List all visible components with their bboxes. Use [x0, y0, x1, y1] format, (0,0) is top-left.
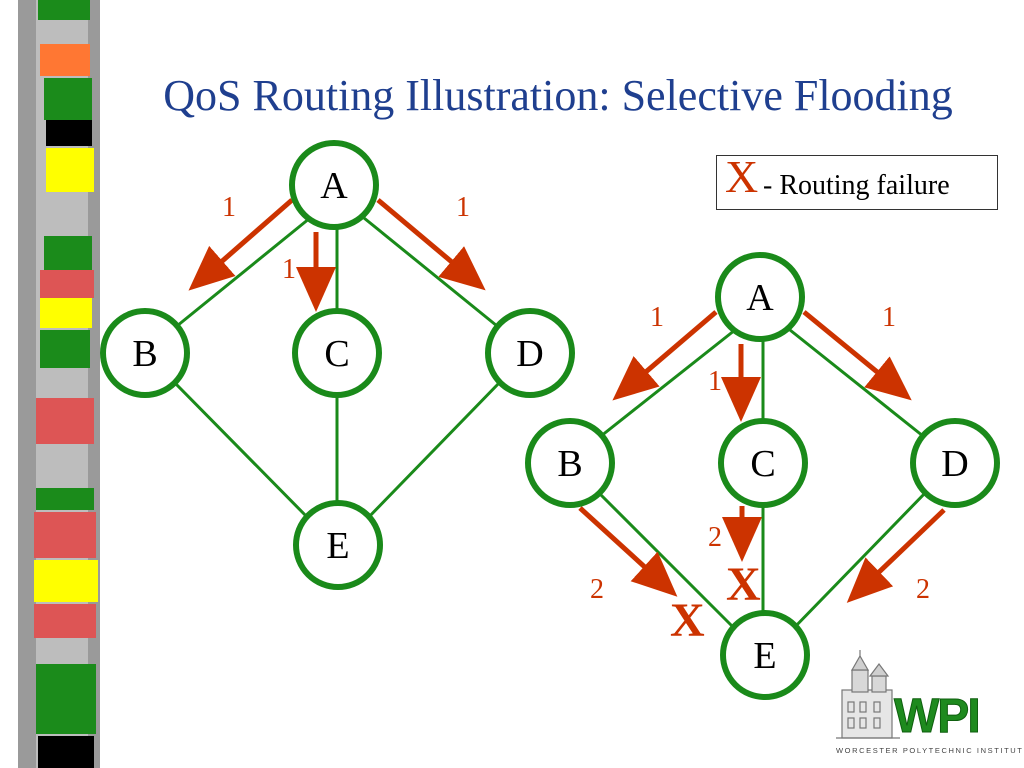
decorative-side-strip [0, 0, 108, 768]
right-arrow-d-e [846, 508, 946, 603]
left-node-d-label: D [516, 333, 543, 375]
right-arrow-labels: 1 1 1 2 2 2 [590, 302, 930, 605]
left-arrow-a-d [376, 198, 486, 291]
right-arrows [578, 310, 946, 603]
left-node-b: B [100, 308, 190, 398]
left-node-c: C [292, 308, 382, 398]
right-node-c-label: C [750, 443, 775, 485]
right-label-a-b: 1 [650, 302, 664, 333]
left-edge-d-e [362, 378, 504, 524]
right-node-d-label: D [941, 443, 968, 485]
left-label-a-c: 1 [282, 254, 296, 285]
right-label-a-d: 1 [882, 302, 896, 333]
left-node-e: E [293, 500, 383, 590]
left-node-b-label: B [132, 333, 157, 375]
right-diagram: 1 1 1 2 2 2 X X A B C [525, 252, 1000, 700]
left-diagram: 1 1 1 A B C D E [100, 140, 575, 590]
failure-mark-b-e: X [670, 594, 705, 647]
right-arrow-a-d [802, 310, 912, 401]
right-node-a-label: A [746, 277, 774, 319]
right-node-b-label: B [557, 443, 582, 485]
left-edge-a-b [171, 216, 311, 332]
right-label-d-e: 2 [916, 574, 930, 605]
building-sketch-icon [836, 650, 900, 739]
left-node-a-label: A [320, 165, 348, 207]
left-arrow-labels: 1 1 1 [222, 192, 470, 285]
left-arrows [188, 198, 486, 312]
right-node-e-label: E [753, 635, 776, 677]
right-node-e: E [720, 610, 810, 700]
right-edge-a-b [595, 328, 736, 442]
left-node-a: A [289, 140, 379, 230]
left-edges [170, 216, 504, 524]
right-node-b: B [525, 418, 615, 508]
left-node-c-label: C [324, 333, 349, 375]
slide-title: QoS Routing Illustration: Selective Floo… [163, 71, 953, 120]
left-label-a-d: 1 [456, 192, 470, 223]
right-arrow-b-e [578, 506, 678, 597]
failure-mark-c-e: X [726, 558, 761, 611]
right-label-a-c: 1 [708, 366, 722, 397]
right-label-b-e: 2 [590, 574, 604, 605]
wpi-logo: WPI [836, 650, 981, 744]
right-node-d: D [910, 418, 1000, 508]
left-edge-b-e [170, 378, 314, 524]
wpi-logo-text: WPI [894, 690, 979, 743]
right-failure-marks: X X [670, 558, 761, 647]
right-node-c: C [718, 418, 808, 508]
right-edge-b-e [594, 488, 740, 634]
right-label-c-e: 2 [708, 522, 722, 553]
left-node-e-label: E [326, 525, 349, 567]
right-arrow-a-b [612, 310, 718, 401]
left-nodes: A B C D E [100, 140, 575, 590]
legend-failure-symbol: X [725, 151, 759, 202]
right-node-a: A [715, 252, 805, 342]
right-nodes: A B C D E [525, 252, 1000, 700]
right-edge-d-e [788, 488, 930, 634]
right-edge-a-d [789, 328, 929, 442]
legend-box: X - Routing failure [716, 151, 998, 210]
wpi-caption: WORCESTER POLYTECHNIC INSTITUTE [836, 746, 1024, 755]
left-label-a-b: 1 [222, 192, 236, 223]
left-edge-a-d [363, 216, 503, 332]
left-arrow-a-b [188, 198, 294, 291]
legend-text: - Routing failure [763, 170, 950, 201]
left-node-d: D [485, 308, 575, 398]
